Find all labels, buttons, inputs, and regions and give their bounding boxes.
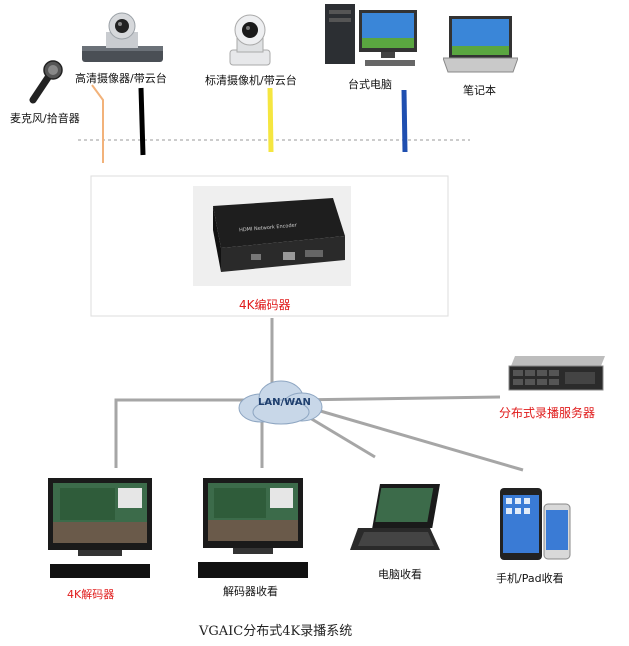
system-title: VGAIC分布式4K录播系统: [199, 624, 353, 639]
camera-icon: [229, 14, 271, 66]
tv-with-decoder-icon: [48, 478, 152, 578]
label-desktop: 台式电脑: [348, 78, 392, 91]
encoder-frame: [90, 175, 449, 317]
mic-line: [91, 84, 104, 163]
cloud-label: LAN/WAN: [258, 397, 311, 408]
laptop-icon: [443, 16, 518, 73]
label-sd-camera: 标清摄像机/带云台: [205, 74, 297, 87]
netbook-icon: [350, 484, 440, 550]
microphone-icon: [29, 60, 63, 104]
encoder-device: HDMI Network Encoder: [193, 186, 351, 286]
network-lines: [114, 318, 524, 472]
label-hd-camera: 高清摄像器/带云台: [75, 72, 167, 85]
cloud-icon: [238, 380, 323, 425]
label-pc-view: 电脑收看: [378, 568, 422, 581]
sd-camera-line: [267, 87, 274, 153]
label-encoder: 4K编码器: [239, 298, 291, 312]
label-microphone: 麦克风/拾音器: [10, 112, 80, 125]
label-decoder-view: 解码器收看: [223, 585, 278, 598]
microphone-device: [25, 60, 65, 106]
mobile-view-device: [498, 488, 573, 563]
hd-camera-device: [80, 12, 165, 64]
label-decoder-4k: 4K解码器: [67, 588, 115, 601]
laptop-device: [443, 16, 518, 76]
decoder-4k-device: [48, 478, 153, 583]
pc-view-device: [350, 484, 445, 559]
tv-with-decoder-icon: [198, 478, 308, 578]
encoder-box-icon: [193, 186, 351, 286]
desktop-device: [325, 4, 420, 70]
server-device: [505, 356, 605, 396]
sd-camera-device: [225, 12, 275, 67]
label-mobile-view: 手机/Pad收看: [496, 572, 564, 585]
lan-wan-cloud: LAN/WAN: [236, 378, 324, 426]
hd-camera-line: [138, 87, 146, 156]
ptz-camera-icon: [82, 12, 163, 62]
pc-line: [401, 89, 408, 153]
decoder-view-device: [198, 478, 308, 583]
rack-server-icon: [508, 356, 605, 391]
tablet-and-phone-icon: [500, 488, 571, 560]
label-server: 分布式录播服务器: [499, 406, 596, 420]
label-laptop: 笔记本: [463, 84, 496, 97]
desktop-computer-icon: [325, 4, 417, 66]
